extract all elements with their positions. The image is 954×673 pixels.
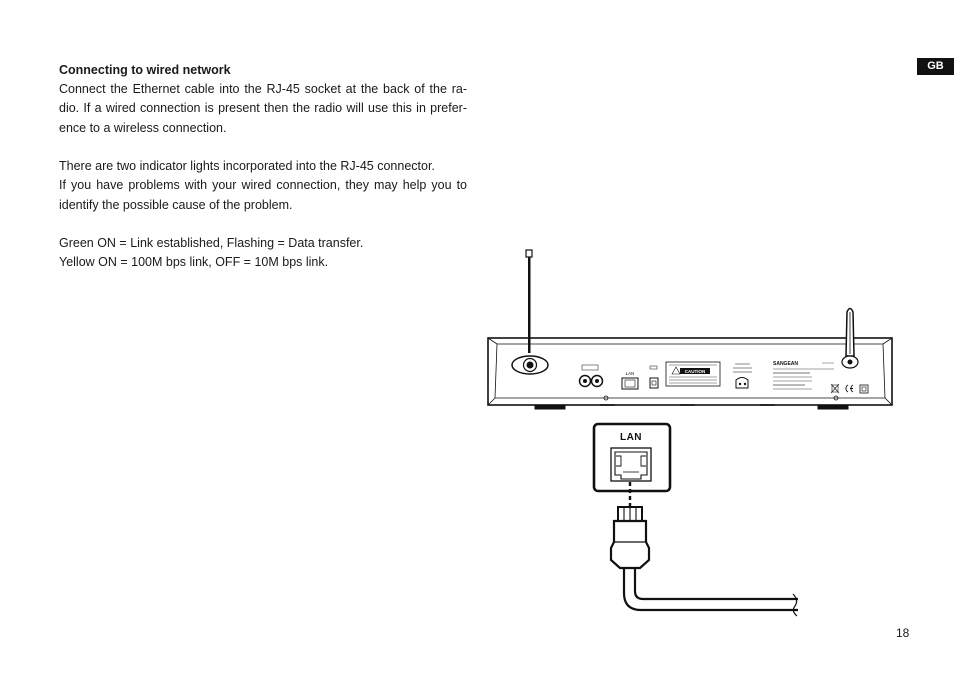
fm-antenna-icon bbox=[511, 249, 549, 375]
paragraph-connection: Connect the Ethernet cable into the RJ-4… bbox=[59, 80, 467, 138]
lan-port-label: LAN bbox=[620, 432, 642, 443]
rating-label: SANGEAN bbox=[773, 361, 834, 390]
certification-marks bbox=[830, 383, 869, 394]
ethernet-cable bbox=[622, 568, 798, 617]
page-number: 18 bbox=[896, 626, 910, 640]
caution-label-text: CAUTION bbox=[685, 369, 706, 374]
paragraph-line: There are two indicator lights incorpora… bbox=[59, 159, 435, 173]
panel-lan-label: LAN bbox=[626, 371, 635, 376]
panel-lan-port-icon: LAN bbox=[621, 371, 639, 390]
paragraph-line: Yellow ON = 100M bps link, OFF = 10M bps… bbox=[59, 255, 329, 270]
paragraph-line: dio. If a wired connection is present th… bbox=[59, 101, 467, 116]
power-socket-icon bbox=[733, 363, 752, 389]
caution-label: CAUTION bbox=[665, 361, 721, 387]
panel-usb-port-icon bbox=[649, 365, 659, 389]
paragraph-line: If you have problems with your wired con… bbox=[59, 178, 467, 193]
paragraph-line: ence to a wireless connection. bbox=[59, 120, 227, 135]
lan-port-closeup: LAN bbox=[592, 422, 672, 493]
paragraph-led-meaning: Green ON = Link established, Flashing = … bbox=[59, 234, 467, 273]
ethernet-plug-icon bbox=[609, 506, 651, 570]
wifi-antenna-icon bbox=[841, 307, 859, 369]
section-heading: Connecting to wired network bbox=[59, 63, 231, 77]
paragraph-line: Connect the Ethernet cable into the RJ-4… bbox=[59, 82, 467, 96]
language-tab: GB bbox=[917, 58, 954, 75]
brand-text: SANGEAN bbox=[773, 361, 798, 367]
paragraph-indicators: There are two indicator lights incorpora… bbox=[59, 157, 467, 215]
line-out-jacks bbox=[578, 364, 604, 388]
paragraph-line: Green ON = Link established, Flashing = … bbox=[59, 236, 364, 250]
paragraph-line: identify the possible cause of the probl… bbox=[59, 197, 293, 212]
